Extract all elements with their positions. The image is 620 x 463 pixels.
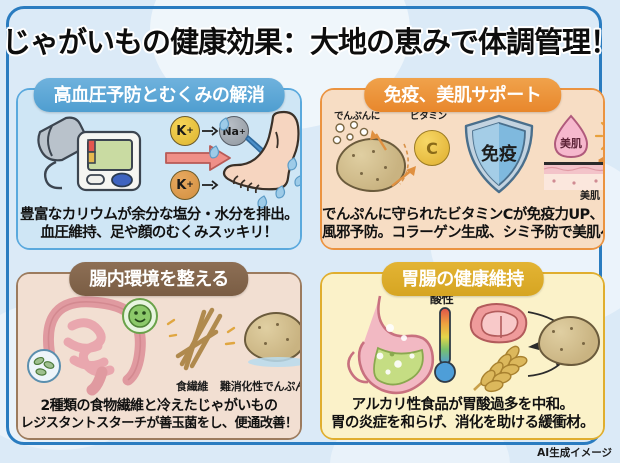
shield-label: 免疫	[481, 143, 517, 165]
immunity-shield-icon: 免疫	[464, 114, 534, 194]
panel-heading-gut-environment: 腸内環境を整える	[69, 262, 249, 296]
panel-gut-environment: 食繊維 難消化性でんぷん 2種類の食物繊維と冷えたじゃがいもの レジスタントスタ…	[16, 262, 302, 440]
acidity-thermometer-icon	[434, 307, 456, 383]
intestine-icon	[27, 296, 158, 396]
panel-heading-blood-pressure: 高血圧予防とむくみの解消	[33, 78, 285, 112]
caption-line: アルカリ性食品が胃酸過多を中和。	[351, 396, 574, 413]
beautiful-skin-drop-icon: 美肌	[553, 114, 589, 159]
panel-caption-immunity-skin: でんぷんに守られたビタミンCが免疫力UP、 風邪予防。コラーゲン生成、シミ予防で…	[322, 206, 603, 243]
blood-pressure-monitor-icon	[37, 116, 142, 192]
panel-caption-blood-pressure: 豊富なカリウムが余分な塩分・水分を排出。 血圧維持、足や顔のむくみスッキリ！	[18, 206, 300, 243]
caption-line: レジスタントスターチが善玉菌をし、便通改善！	[20, 416, 299, 432]
vitamin-label: ビタミン	[410, 111, 447, 122]
meat-icon	[469, 303, 528, 344]
starch-granules-icon	[332, 120, 369, 145]
panel-blood-pressure: K+ Na+ K+	[16, 78, 302, 250]
wheat-icon	[473, 345, 528, 393]
arrow-right-small-icon	[202, 180, 219, 190]
panel-artwork-immunity-skin: でんぷんに ビタミン	[322, 104, 603, 204]
potassium-ion-top: K+	[170, 116, 200, 146]
cold-potato-drop-icon	[248, 357, 300, 367]
sun-icon	[594, 121, 603, 151]
panel-caption-stomach-health: アルカリ性食品が胃酸過多を中和。 胃の炎症を和らげ、消化を助ける緩衝材。	[322, 396, 603, 433]
skin-drop-label: 美肌	[560, 136, 582, 150]
caption-line: 2種類の食物繊維と冷えたじゃがいもの	[40, 398, 279, 415]
fiber-label: 食繊維	[176, 380, 209, 393]
panel-artwork-gut-environment: 食繊維 難消化性でんぷん	[18, 288, 300, 396]
caption-line: 胃の炎症を和らげ、消化を助ける緩衝材。	[330, 415, 595, 432]
caption-line: 豊富なカリウムが余分な塩分・水分を排出。	[20, 206, 299, 223]
starch-release-arc-icon	[370, 130, 416, 187]
caption-line: でんぷんに守られたビタミンCが免疫力UP、	[322, 206, 603, 223]
stomach-icon	[347, 295, 435, 395]
panel-body: でんぷんに ビタミン	[322, 90, 603, 248]
potato-icon	[538, 316, 600, 366]
vitamin-c-coin-icon: C	[414, 130, 450, 166]
panel-stomach-health: 酸性	[320, 262, 605, 440]
ai-generated-credit: AI生成イメージ	[537, 447, 612, 459]
potassium-charge: +	[186, 180, 194, 190]
arrow-right-small-icon	[202, 126, 219, 136]
panel-body: 酸性	[322, 274, 603, 438]
panel-caption-gut-environment: 2種類の食物繊維と冷えたじゃがいもの レジスタントスターチが善玉菌をし、便通改善…	[18, 398, 300, 433]
resistant-starch-label: 難消化性でんぷん	[220, 380, 300, 393]
panel-artwork-blood-pressure: K+ Na+ K+	[18, 104, 300, 209]
potassium-ion-bottom: K+	[170, 170, 200, 200]
panel-body: 食繊維 難消化性でんぷん 2種類の食物繊維と冷えたじゃがいもの レジスタントスタ…	[18, 274, 300, 438]
caption-line: 風邪予防。コラーゲン生成、シミ予防で美肌へ！	[322, 225, 603, 242]
foot-icon	[222, 110, 300, 194]
dietary-fiber-icon	[166, 307, 236, 371]
panel-heading-stomach-health: 胃腸の健康維持	[381, 262, 544, 296]
water-drops-icon	[209, 117, 300, 209]
sodium-charge: +	[238, 126, 246, 136]
title-bar: じゃがいもの健康効果：大地の恵みで体調管理！	[2, 14, 619, 66]
skin-layer-diagram-icon: 美肌	[543, 162, 603, 202]
panel-body: K+ Na+ K+	[18, 90, 300, 248]
caption-line: 血圧維持、足や顔のむくみスッキリ！	[40, 225, 278, 242]
potassium-charge: +	[186, 126, 194, 136]
panel-immunity-skin: でんぷんに ビタミン	[320, 78, 605, 250]
panel-artwork-stomach-health: 酸性	[322, 288, 603, 396]
potassium-label: K	[176, 177, 187, 193]
skin-bottom-label: 美肌	[580, 189, 600, 202]
starch-label: でんぷんに	[334, 111, 381, 122]
page-title: じゃがいもの健康効果：大地の恵みで体調管理！	[2, 25, 619, 59]
panel-heading-immunity-skin: 免疫、美肌サポート	[363, 78, 562, 112]
vitamin-c-letter: C	[426, 138, 438, 158]
potassium-label: K	[176, 123, 187, 139]
